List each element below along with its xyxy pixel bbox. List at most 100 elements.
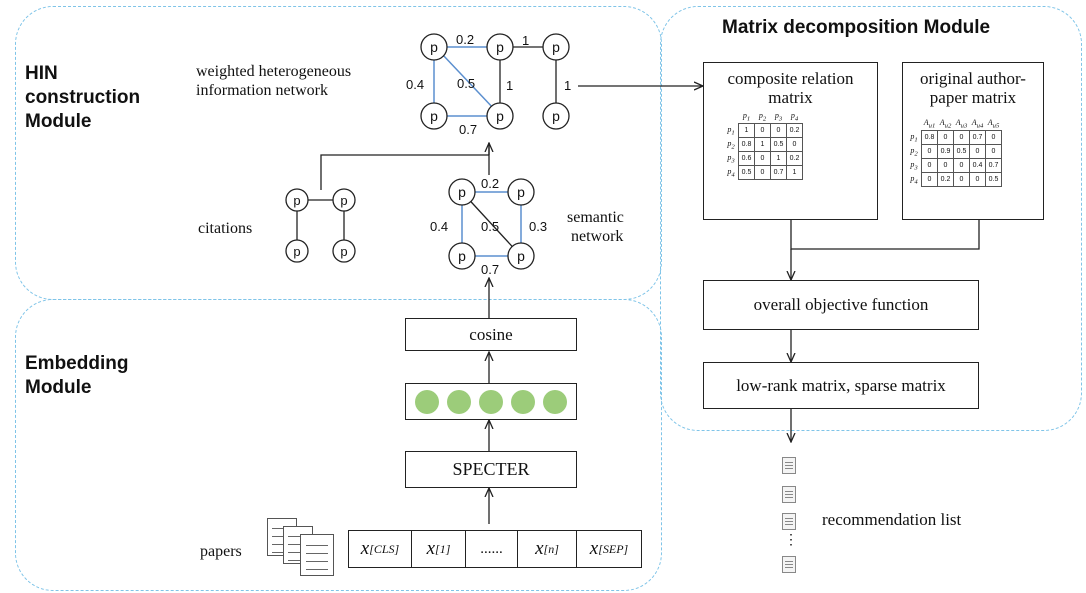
matrix-cell: 1 [738,123,755,138]
matrix-cell: 0 [754,165,771,180]
token-n: x[n] [518,530,577,568]
matrix-module-title: Matrix decomposition Module [722,17,991,38]
edge-weight: 1 [564,78,572,93]
matrix-cell: 0 [921,144,938,159]
hin-module-title: HIN construction Module [25,63,141,132]
matrix-col-header: p2 [758,110,767,123]
matrix-cell: 0.2 [786,123,803,138]
matrix-corner [724,110,739,124]
embedding-dot [511,389,535,414]
paper-node [507,242,535,270]
node-label: p [293,193,300,208]
citations-to-hin-arrow [320,154,489,190]
matrix-cell: 0.8 [921,130,938,145]
paper-node [332,239,356,263]
edge-weight: 0.4 [430,219,449,234]
matrix-col-header: p3 [774,110,783,123]
matrix-corner [907,117,922,131]
matrix-cell: 0 [786,137,803,152]
composite-matrix-title: composite relation matrix [727,69,854,107]
matrix-module-container [660,6,1082,431]
matrix-cell: 0 [969,144,986,159]
embedding-dot [447,389,471,414]
matrix-cell: 0 [953,130,970,145]
edge-weight: 1 [522,33,530,48]
paper-node [486,102,514,130]
semantic-network-label: semantic network [567,209,624,245]
lowrank-sparse-box: low-rank matrix, sparse matrix [703,362,979,409]
node-label: p [496,108,504,124]
matrix-col-header: p1 [742,110,751,123]
matrix-cell: 0 [770,123,787,138]
node-label: p [458,184,466,200]
node-label: p [340,244,347,259]
papers-label: papers [200,543,242,560]
matrix-cell: 0.2 [786,151,803,166]
embedding-dot [543,389,567,414]
embedding-module-title: Embedding Module [25,353,129,398]
matrix-cell: 0.8 [738,137,755,152]
document-icon [782,486,796,503]
paper-node [420,102,448,130]
matrix-row-header: p4 [910,173,918,186]
matrix-cell: 0.2 [937,172,954,187]
matrix-row-header: p4 [727,166,735,179]
matrix-row-header: p2 [910,145,918,158]
embedding-vector [405,383,577,420]
matrix-row-header: p2 [727,138,735,151]
paper-node [285,239,309,263]
paper-node [542,33,570,61]
matrix-cell: 0.7 [969,130,986,145]
edge-weight: 0.7 [459,122,478,137]
composite-matrix-box: composite relation matrix [703,62,878,220]
paper-node [420,33,448,61]
paper-node [332,188,356,212]
matrices-merge-line [790,220,980,250]
specter-box: SPECTER [405,451,577,488]
node-label: p [430,108,438,124]
node-label: p [458,248,466,264]
original-matrix-title: original author- paper matrix [920,69,1026,107]
matrix-cell: 0.5 [953,144,970,159]
matrix-cell: 1 [754,137,771,152]
matrix-cell: 0 [937,130,954,145]
node-label: p [517,248,525,264]
edge-weight: 0.5 [481,219,500,234]
document-icon [782,513,796,530]
weighted-edge [441,53,496,111]
token-1: x[1] [412,530,466,568]
node-label: p [552,108,560,124]
matrix-cell: 0.9 [937,144,954,159]
embedding-module-container [15,299,662,591]
embedding-dot [415,389,439,414]
matrix-cell: 0 [953,158,970,173]
matrix-col-header: Au4 [971,117,984,130]
objective-function-box: overall objective function [703,280,979,330]
matrix-col-header: Au1 [923,117,936,130]
paper-node [448,242,476,270]
node-label: p [430,39,438,55]
node-label: p [517,184,525,200]
matrix-cell: 0 [969,172,986,187]
node-label: p [293,244,300,259]
token-cls: x[CLS] [348,530,412,568]
matrix-cell: 1 [786,165,803,180]
matrix-cell: 0 [754,151,771,166]
matrix-cell: 0.6 [738,151,755,166]
embedding-dot [479,389,503,414]
matrix-cell: 0 [953,172,970,187]
edge-weight: 0.5 [457,76,476,91]
matrix-cell: 0 [754,123,771,138]
matrix-cell: 0.7 [770,165,787,180]
matrix-col-header: Au5 [987,117,1000,130]
